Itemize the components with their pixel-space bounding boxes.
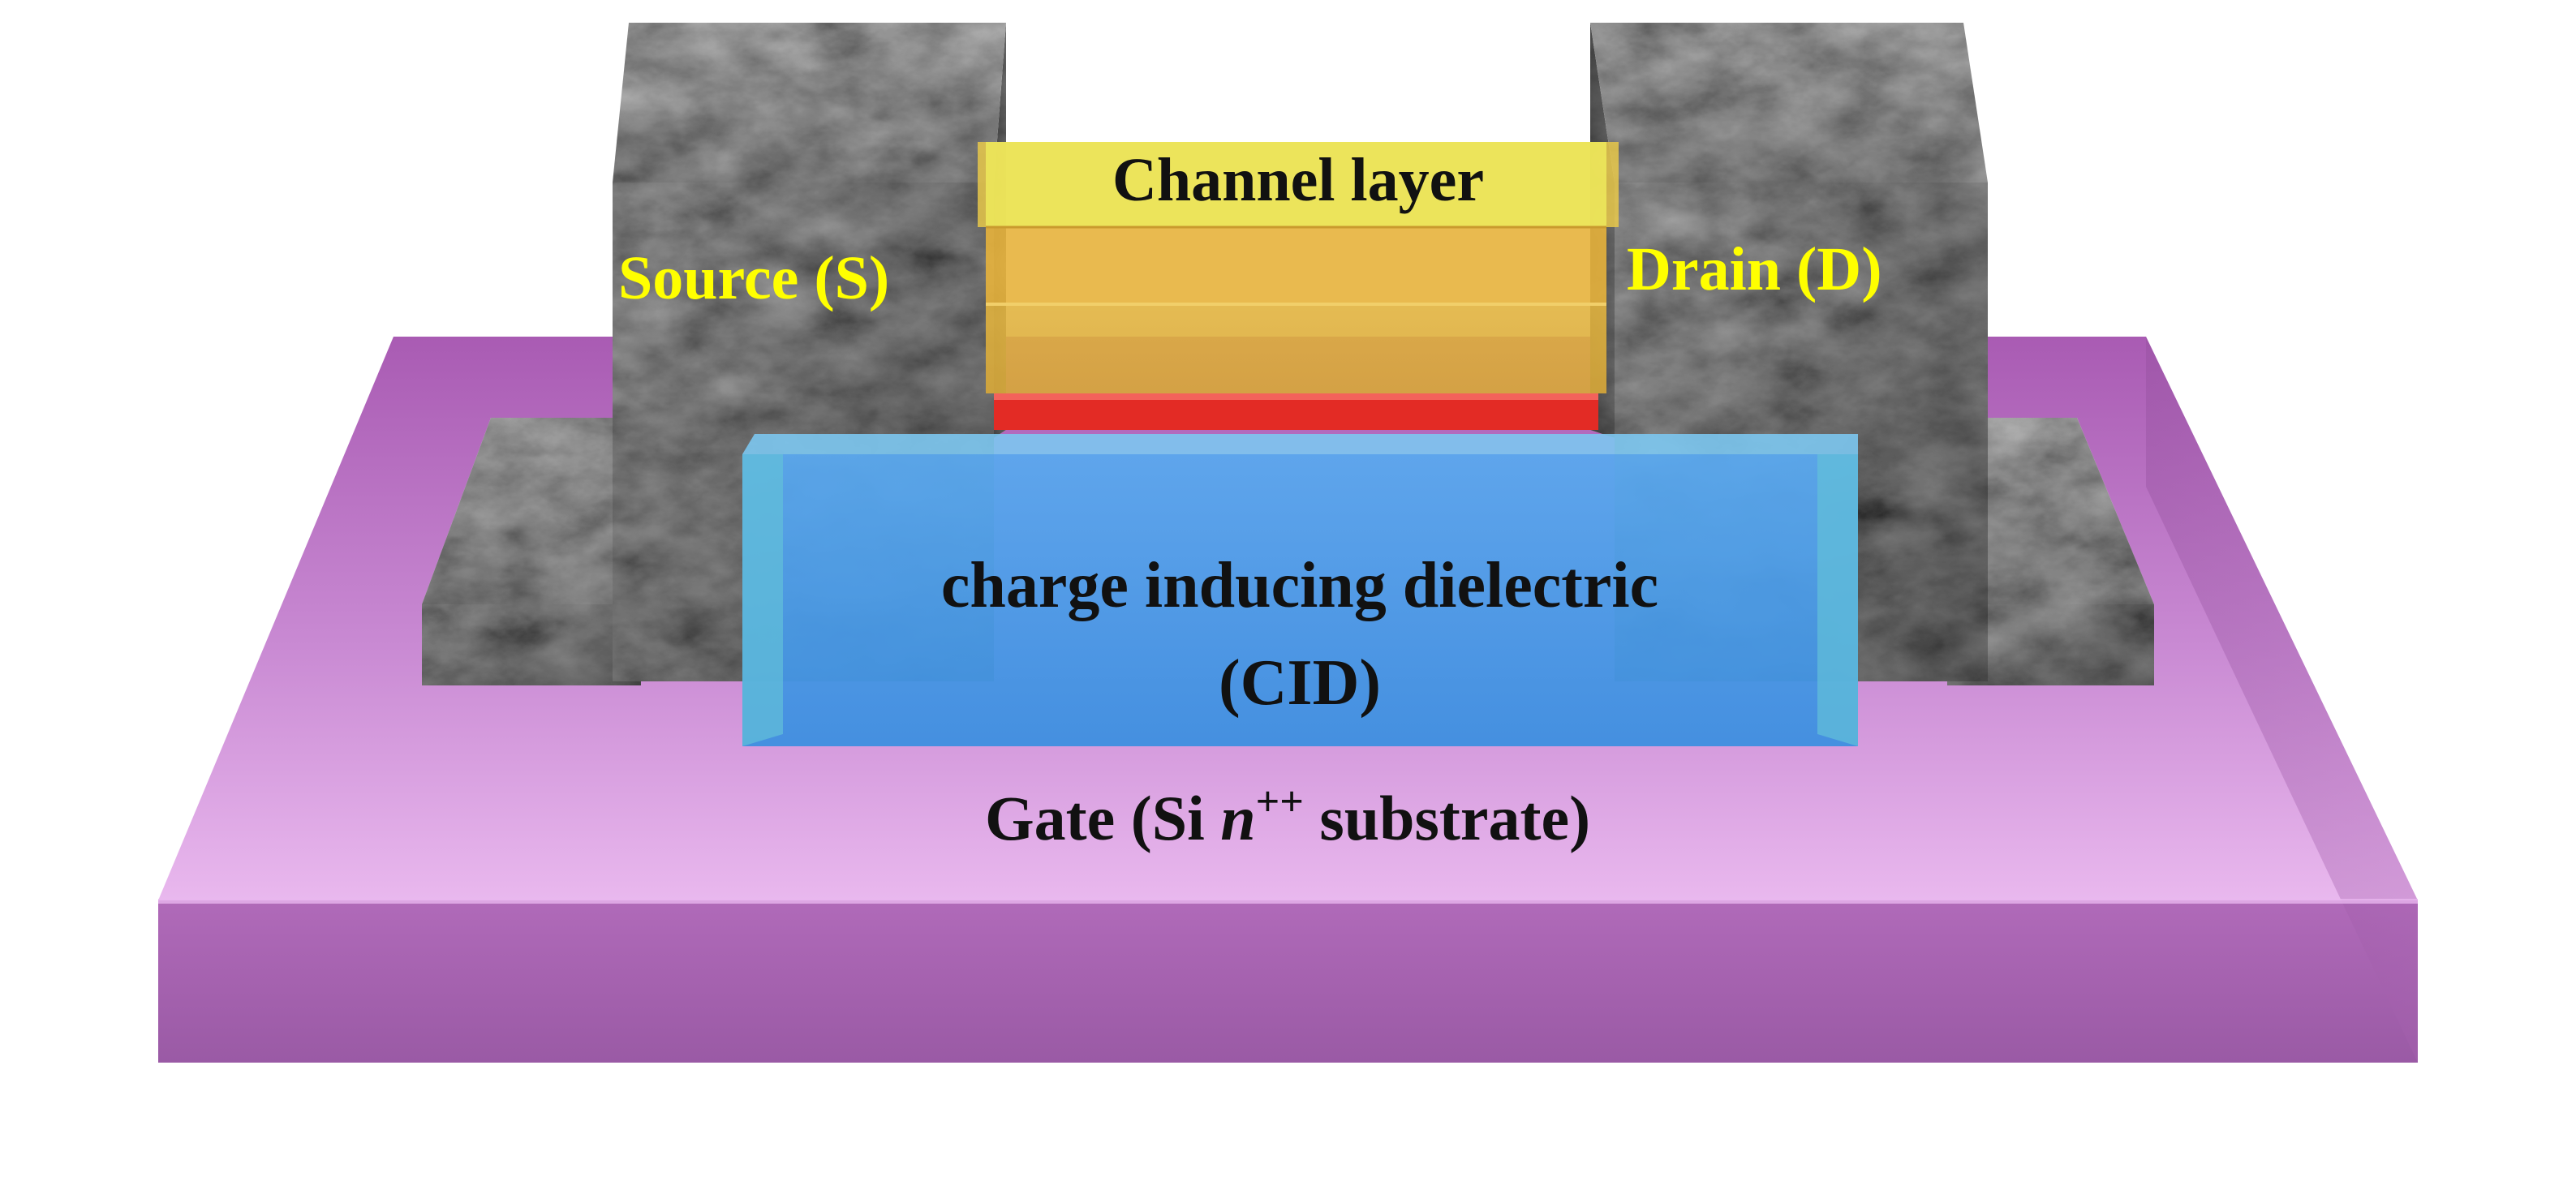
drain-electrode — [1590, 23, 2154, 685]
cid-label-line1: charge inducing dielectric — [941, 550, 1658, 621]
substrate-highlight — [158, 899, 2418, 904]
drain-pillar-top — [1590, 23, 1988, 183]
red-layer-highlight — [994, 393, 1598, 400]
substrate-right-face — [2146, 337, 2418, 1063]
channel-sublayer-upper — [986, 227, 1606, 304]
drain-foot-top — [1947, 418, 2154, 604]
drain-foot-front — [1947, 604, 2154, 685]
channel-stack — [978, 142, 1619, 430]
cid-block — [742, 434, 1858, 746]
source-foot-front — [422, 604, 641, 685]
drain-label: Drain (D) — [1627, 235, 1882, 303]
cid-left-face — [742, 454, 783, 746]
gate-label-italic: n — [1220, 783, 1255, 853]
gate-label: Gate (Si n++ substrate) — [985, 779, 1590, 853]
cid-label-line2: (CID) — [1219, 647, 1381, 719]
gate-label-superscript: ++ — [1256, 779, 1304, 825]
cid-top-face — [742, 434, 1858, 454]
channel-layer — [986, 142, 1606, 227]
cid-front-face — [742, 454, 1858, 746]
source-label: Source (S) — [618, 244, 889, 312]
channel-layer-label: Channel layer — [1112, 146, 1484, 214]
substrate-front-face — [158, 900, 2418, 1063]
gate-label-suffix: substrate) — [1304, 783, 1590, 853]
source-foot-top — [422, 418, 641, 604]
cid-right-face — [1817, 454, 1858, 746]
channel-sublayer-lower — [986, 304, 1606, 393]
source-pillar-top — [613, 23, 1006, 183]
gate-label-prefix: Gate (Si — [985, 783, 1220, 853]
